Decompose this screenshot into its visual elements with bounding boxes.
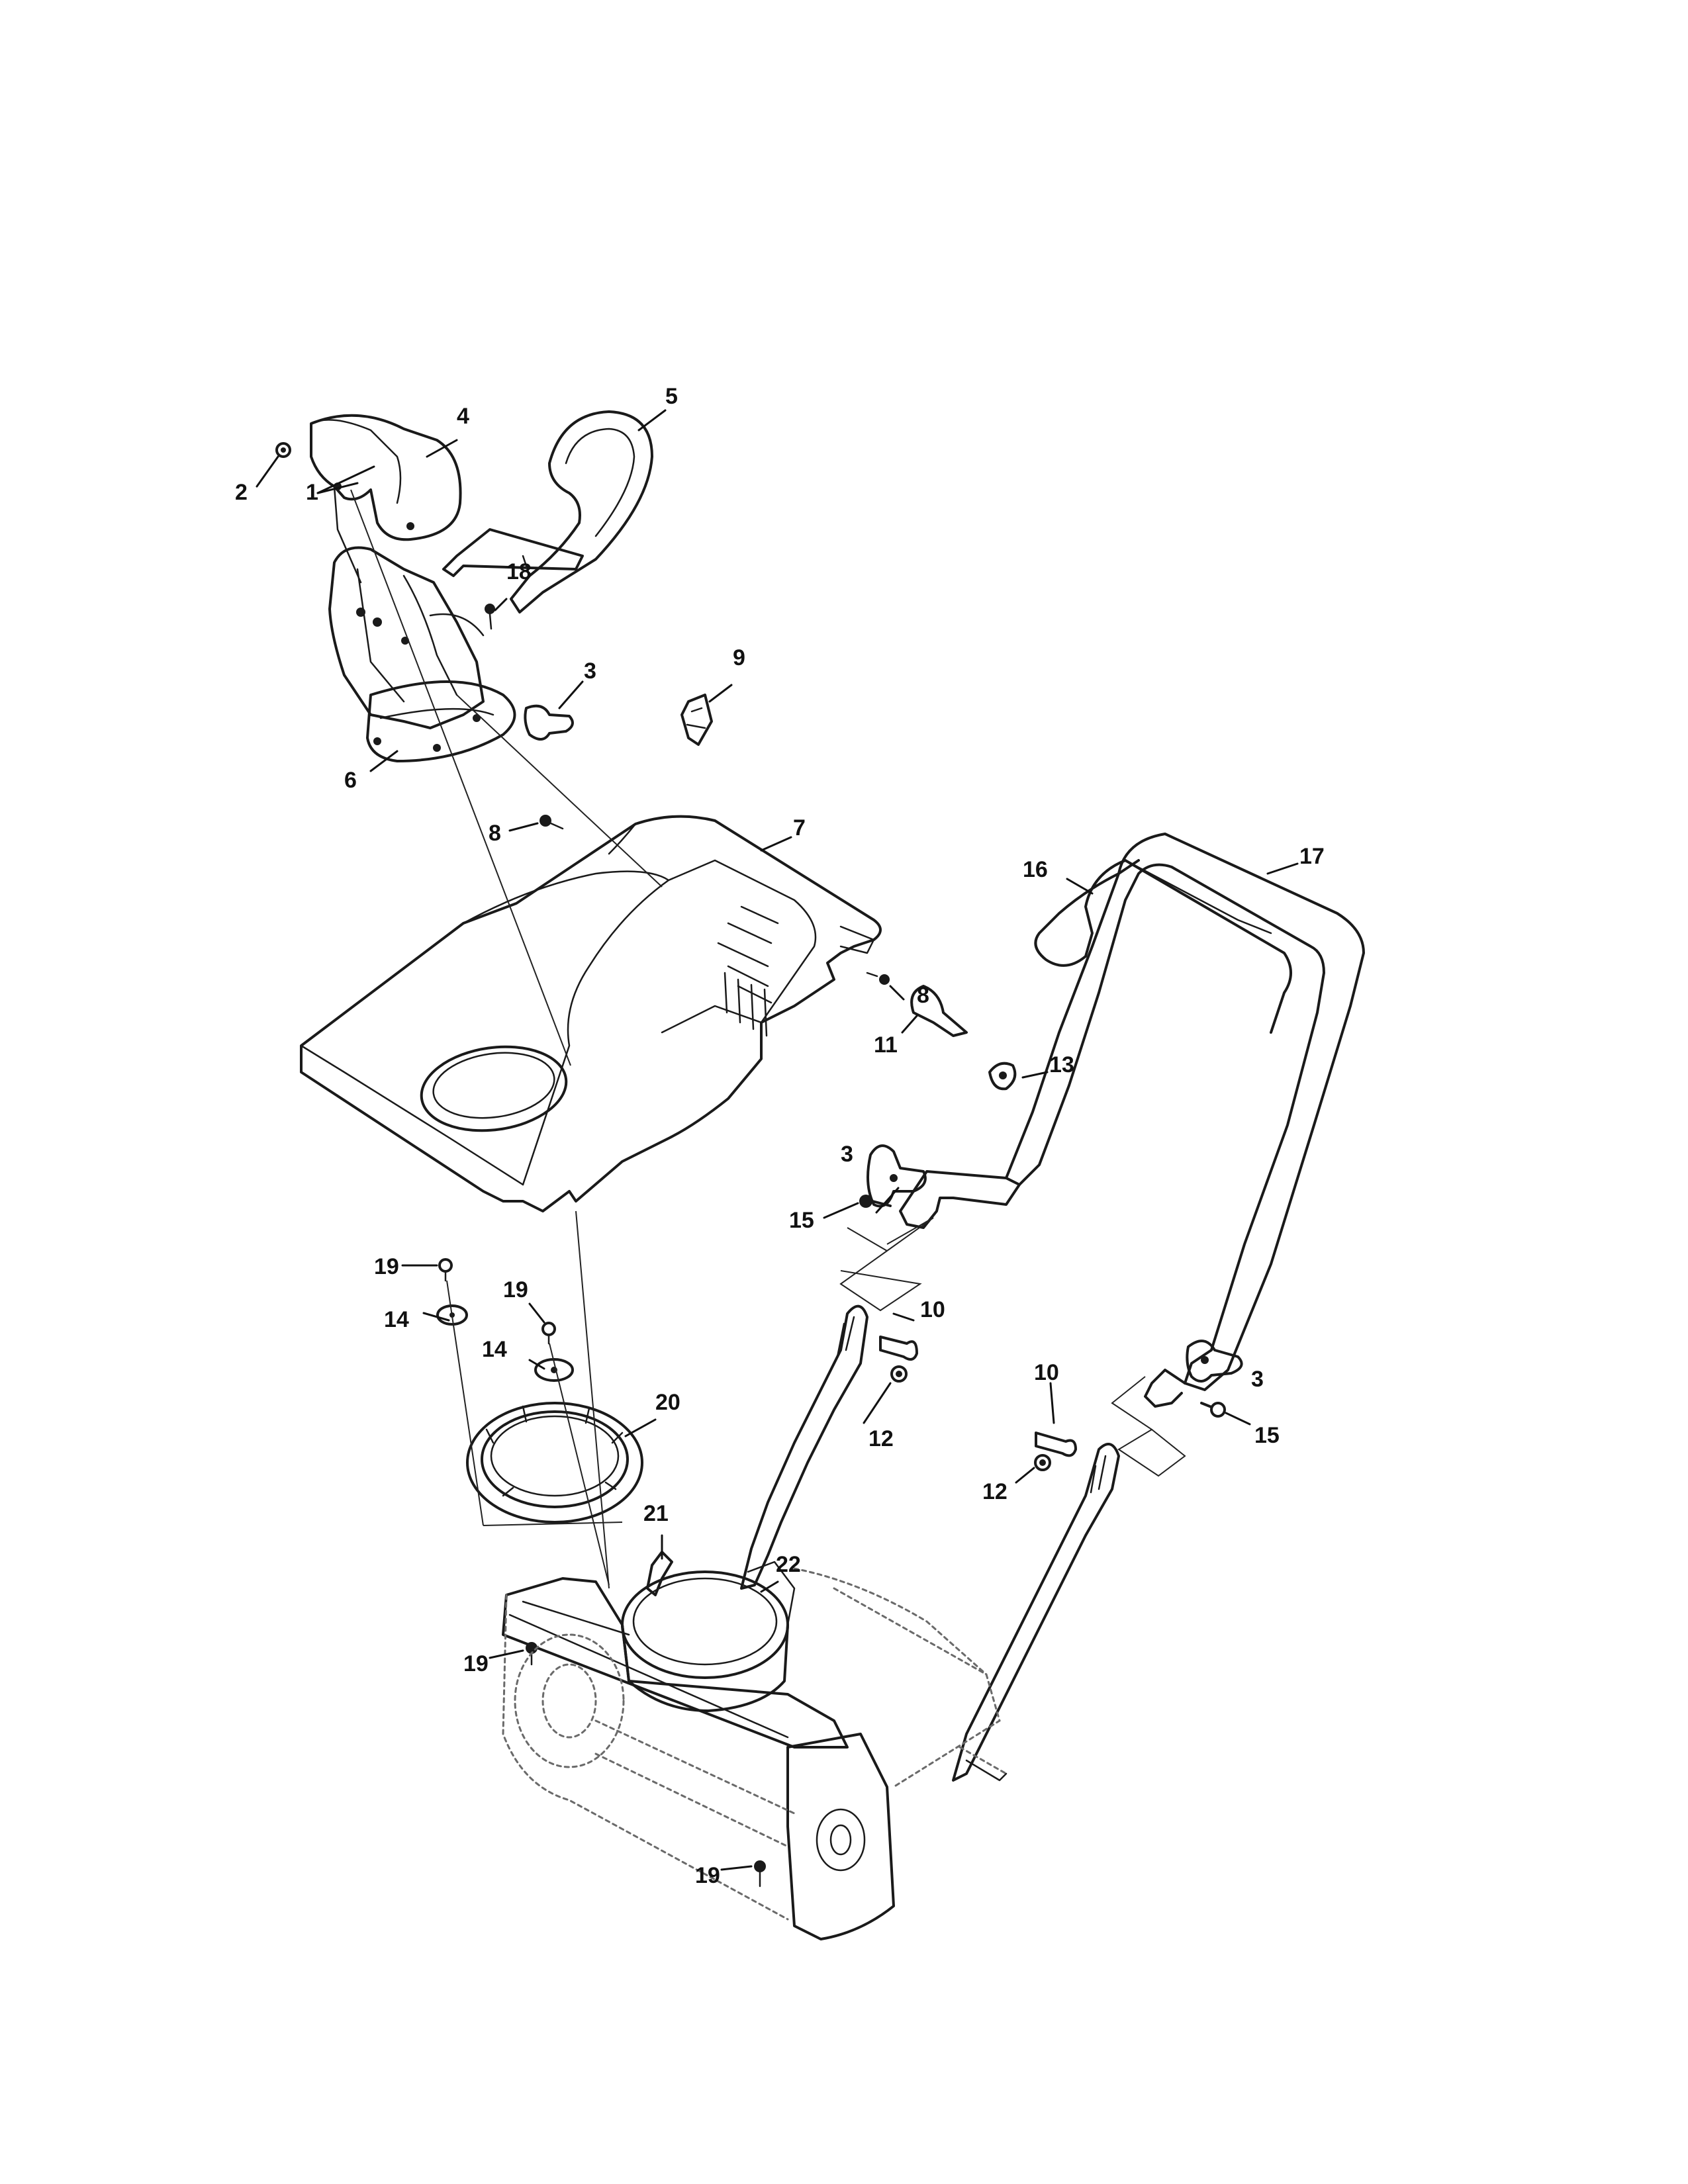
callout-15-lower: 15 — [1254, 1423, 1280, 1448]
auger-housing-ghost — [502, 1567, 1008, 1921]
part-15-bolt-lower — [1200, 1402, 1226, 1418]
callout-3-mid: 3 — [841, 1142, 853, 1167]
callout-19-d: 19 — [695, 1863, 720, 1888]
callout-15-upper: 15 — [789, 1208, 814, 1233]
part-10-bolt-right — [1035, 1432, 1077, 1457]
handle-bracket-guides — [839, 1217, 1186, 1477]
part-15-bolt-upper — [859, 1195, 892, 1208]
callout-8-left: 8 — [489, 821, 501, 846]
lower-handle-right — [952, 1443, 1120, 1782]
callout-19-a: 19 — [374, 1254, 399, 1279]
part-12-nut-left — [890, 1365, 908, 1383]
callout-5: 5 — [665, 384, 678, 409]
part-18-screw — [485, 604, 495, 630]
part-2-nut — [275, 442, 291, 458]
part-8-screw-right — [866, 972, 890, 985]
callout-12-left: 12 — [868, 1426, 894, 1451]
part-12-nut-right — [1034, 1454, 1051, 1471]
part-4-chute-deflector — [310, 414, 462, 584]
part-3-knob-right — [1186, 1340, 1243, 1383]
part-7-shroud — [300, 815, 882, 1212]
part-8-screw-left — [539, 815, 564, 830]
part-13-cable-clip — [988, 1062, 1017, 1091]
callout-14-right: 14 — [482, 1337, 507, 1362]
callout-16: 16 — [1023, 857, 1048, 882]
part-19-screw-a — [438, 1258, 453, 1282]
callout-10-left: 10 — [920, 1297, 945, 1322]
callout-4: 4 — [457, 404, 469, 429]
callout-3-right: 3 — [1251, 1367, 1264, 1392]
part-5-chute-handle — [442, 410, 653, 614]
part-16-bail-cable — [1034, 859, 1292, 1034]
callout-18: 18 — [506, 559, 532, 584]
part-3-knob-upper — [524, 704, 574, 741]
part-3-knob-mid — [867, 1144, 927, 1208]
callout-9: 9 — [733, 645, 745, 670]
callout-6: 6 — [344, 768, 357, 793]
part-19-screw-d — [754, 1860, 766, 1888]
part-19-screw-b — [541, 1322, 556, 1345]
callout-1: 1 — [306, 480, 318, 505]
callout-21: 21 — [643, 1501, 669, 1526]
callout-7: 7 — [793, 815, 806, 841]
callout-19-b: 19 — [503, 1277, 528, 1302]
callout-19-c: 19 — [463, 1651, 489, 1676]
callout-20: 20 — [655, 1390, 680, 1415]
callout-3-upper: 3 — [584, 659, 596, 684]
lower-handle-left — [740, 1304, 868, 1590]
part-10-bolt-left — [879, 1336, 918, 1361]
auger-housing — [502, 1567, 1008, 1940]
callout-10-right: 10 — [1034, 1360, 1059, 1385]
shroud-vents — [717, 905, 779, 1037]
part-6-chute-assembly — [328, 546, 516, 762]
part-9-clip — [680, 694, 713, 746]
callout-8-right: 8 — [917, 983, 929, 1008]
callout-11: 11 — [874, 1032, 898, 1058]
part-17-upper-handle — [899, 833, 1365, 1408]
assembly-guide-lines — [350, 489, 663, 1589]
callout-leader-lines — [256, 409, 1299, 1871]
callout-2: 2 — [235, 480, 248, 505]
callouts: 1 2 3 4 5 6 7 8 8 9 10 10 11 12 12 13 14… — [235, 384, 1325, 1888]
part-20-chute-ring — [466, 1402, 643, 1524]
callout-12-right: 12 — [982, 1479, 1008, 1504]
callout-13: 13 — [1049, 1052, 1074, 1077]
callout-17: 17 — [1299, 844, 1325, 869]
callout-22: 22 — [776, 1552, 801, 1577]
part-11-hairpin — [910, 985, 968, 1037]
callout-14-left: 14 — [384, 1307, 409, 1332]
